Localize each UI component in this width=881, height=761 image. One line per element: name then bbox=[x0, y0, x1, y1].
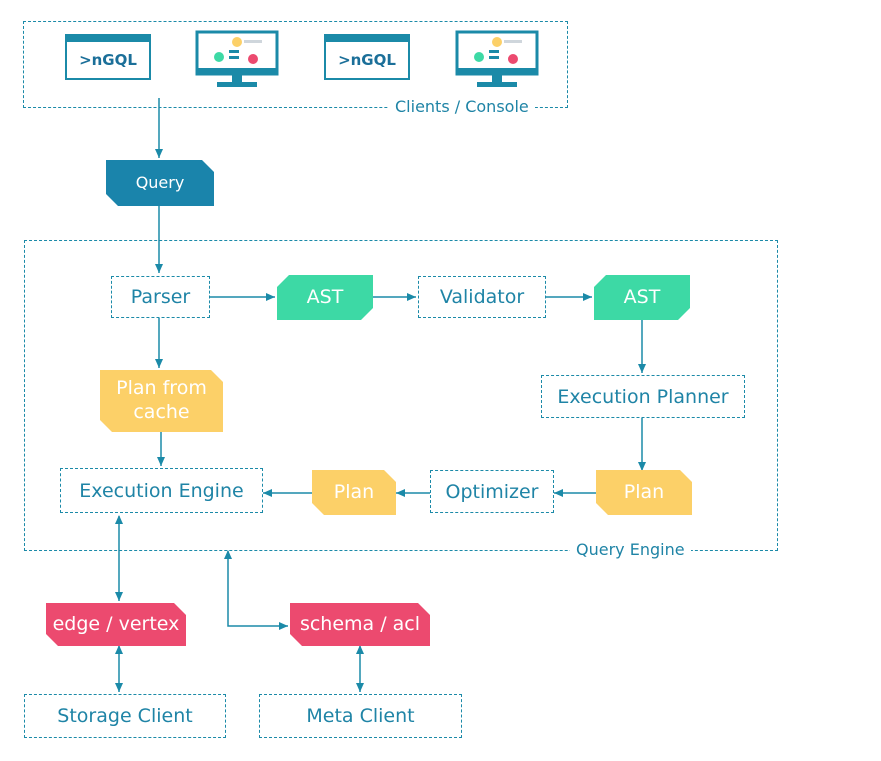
execution-planner-node: Execution Planner bbox=[541, 375, 745, 418]
parser-node: Parser bbox=[111, 276, 210, 318]
plan-node-left: Plan bbox=[312, 470, 396, 515]
monitor-icon bbox=[455, 30, 539, 87]
query-engine-label: Query Engine bbox=[570, 540, 691, 559]
clients-console-label: Clients / Console bbox=[389, 97, 535, 116]
schema-acl-node: schema / acl bbox=[290, 603, 430, 646]
ngql-console-1: >nGQL bbox=[65, 34, 151, 80]
plan-from-cache-node: Plan from cache bbox=[100, 370, 223, 432]
ngql-console-2: >nGQL bbox=[324, 34, 410, 80]
meta-client-node: Meta Client bbox=[259, 694, 462, 738]
monitor-icon bbox=[195, 30, 279, 87]
validator-node: Validator bbox=[418, 276, 546, 318]
plan-from-cache-label: Plan from cache bbox=[116, 377, 207, 423]
ast-node-1: AST bbox=[277, 275, 373, 320]
query-node: Query bbox=[106, 160, 214, 206]
arrow-query-engine-schema-acl bbox=[224, 550, 288, 630]
execution-engine-node: Execution Engine bbox=[60, 468, 263, 513]
plan-node-right: Plan bbox=[596, 470, 692, 515]
storage-client-node: Storage Client bbox=[24, 694, 226, 738]
edge-vertex-node: edge / vertex bbox=[46, 603, 186, 646]
ast-node-2: AST bbox=[594, 275, 690, 320]
optimizer-node: Optimizer bbox=[430, 470, 554, 513]
